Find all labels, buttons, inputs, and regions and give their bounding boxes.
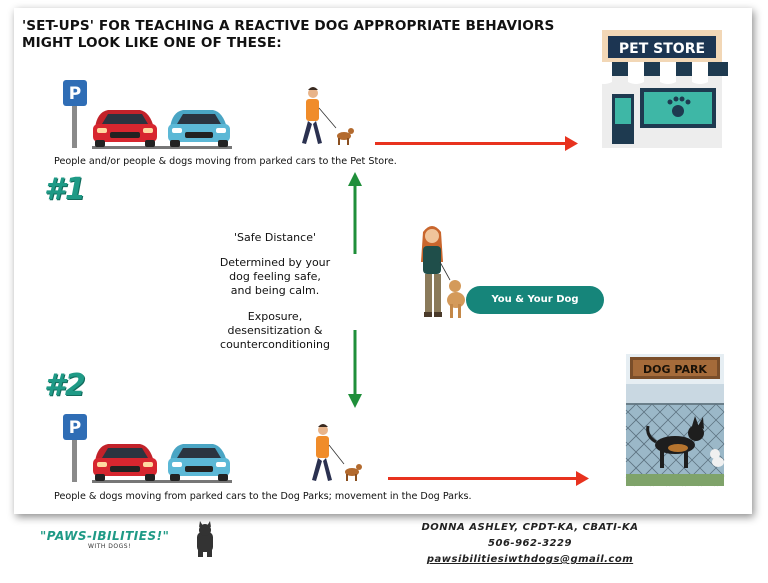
parking-sign-icon-2: P [63,414,87,482]
headline: 'SET-UPS' FOR TEACHING A REACTIVE DOG AP… [22,18,582,52]
method-line-1: Exposure, [247,310,303,323]
scenario-2-caption: People & dogs moving from parked cars to… [54,491,472,502]
description-line-2: dog feeling safe, [229,270,321,283]
parking-sign-letter: P [69,84,81,104]
headline-line-2: MIGHT LOOK LIKE ONE OF THESE: [22,35,282,51]
person-walking-dog-icon [302,87,354,145]
red-car-icon [93,110,157,147]
you-and-dog-icon [421,226,465,318]
pet-store-icon: PET STORE [596,30,728,148]
method-description: Exposure, desensitization & countercondi… [190,310,360,352]
footer-brand: "PAWS-IBILITIES!" [40,529,170,543]
pet-store-sign: PET STORE [619,41,705,57]
footer-brand-sub: WITH DOGS! [88,543,131,550]
contact-name: DONNA ASHLEY, CPDT-KA, CBATI-KA [421,522,639,533]
method-line-2: desensitization & [227,324,323,337]
dog-park-sign: DOG PARK [643,363,707,376]
scenario-1-caption: People and/or people & dogs moving from … [54,156,397,167]
parking-sign-letter-2: P [69,418,81,438]
person-walking-dog-icon-2 [312,424,362,481]
contact-phone: 506-962-3229 [488,538,572,549]
blue-car-icon-2 [168,444,230,481]
contact-email[interactable]: pawsibilitiesiwthdogs@gmail.com [426,554,634,565]
dog-park-icon: DOG PARK [625,354,725,487]
red-car-icon-2 [93,444,157,481]
safe-distance-title: 'Safe Distance' [233,231,316,244]
description-line-1: Determined by your [219,256,331,269]
scenario-1-number: #1 [44,172,86,207]
scenario-2-number: #2 [44,368,86,403]
arrow-to-pet-store-icon [375,136,578,151]
arrow-to-dog-park-icon [388,471,589,486]
method-line-3: counterconditioning [220,338,330,351]
headline-line-1: 'SET-UPS' FOR TEACHING A REACTIVE DOG AP… [22,18,555,34]
safe-distance-description: Determined by your dog feeling safe, and… [190,256,360,298]
you-and-your-dog-badge: You & Your Dog [466,286,604,314]
parking-sign-icon: P [63,80,87,148]
blue-car-icon [168,110,230,147]
footer-dog-icon [197,521,213,557]
safe-distance-arrow-icon [348,172,362,408]
description-line-3: and being calm. [230,284,320,297]
